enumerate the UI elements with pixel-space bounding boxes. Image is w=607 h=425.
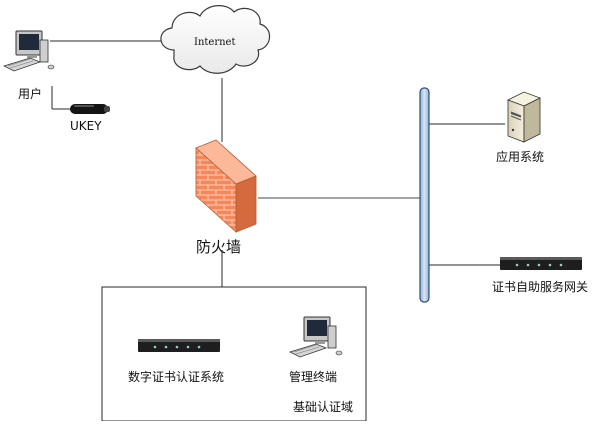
internet-label: Internet — [194, 37, 236, 48]
firewall-icon — [195, 139, 257, 233]
network-bus — [419, 87, 430, 303]
app-server-icon — [507, 91, 541, 143]
ca-system-label: 数字证书认证系统 — [128, 370, 225, 384]
internet-cloud-icon — [160, 5, 271, 74]
gateway-label: 证书自助服务网关 — [492, 280, 589, 294]
ukey-icon — [70, 104, 110, 114]
app-system-label: 应用系统 — [496, 150, 545, 164]
firewall-label: 防火墙 — [196, 238, 242, 256]
user-label: 用户 — [18, 87, 43, 101]
user-computer-icon — [2, 30, 55, 72]
ukey-label: UKEY — [70, 119, 102, 133]
gateway-device-icon — [500, 257, 582, 270]
mgmt-terminal-label: 管理终端 — [289, 370, 338, 384]
zone-label: 基础认证域 — [293, 400, 354, 414]
ca-device-icon — [138, 339, 220, 352]
connections — [50, 40, 505, 287]
management-terminal-icon — [288, 316, 343, 358]
